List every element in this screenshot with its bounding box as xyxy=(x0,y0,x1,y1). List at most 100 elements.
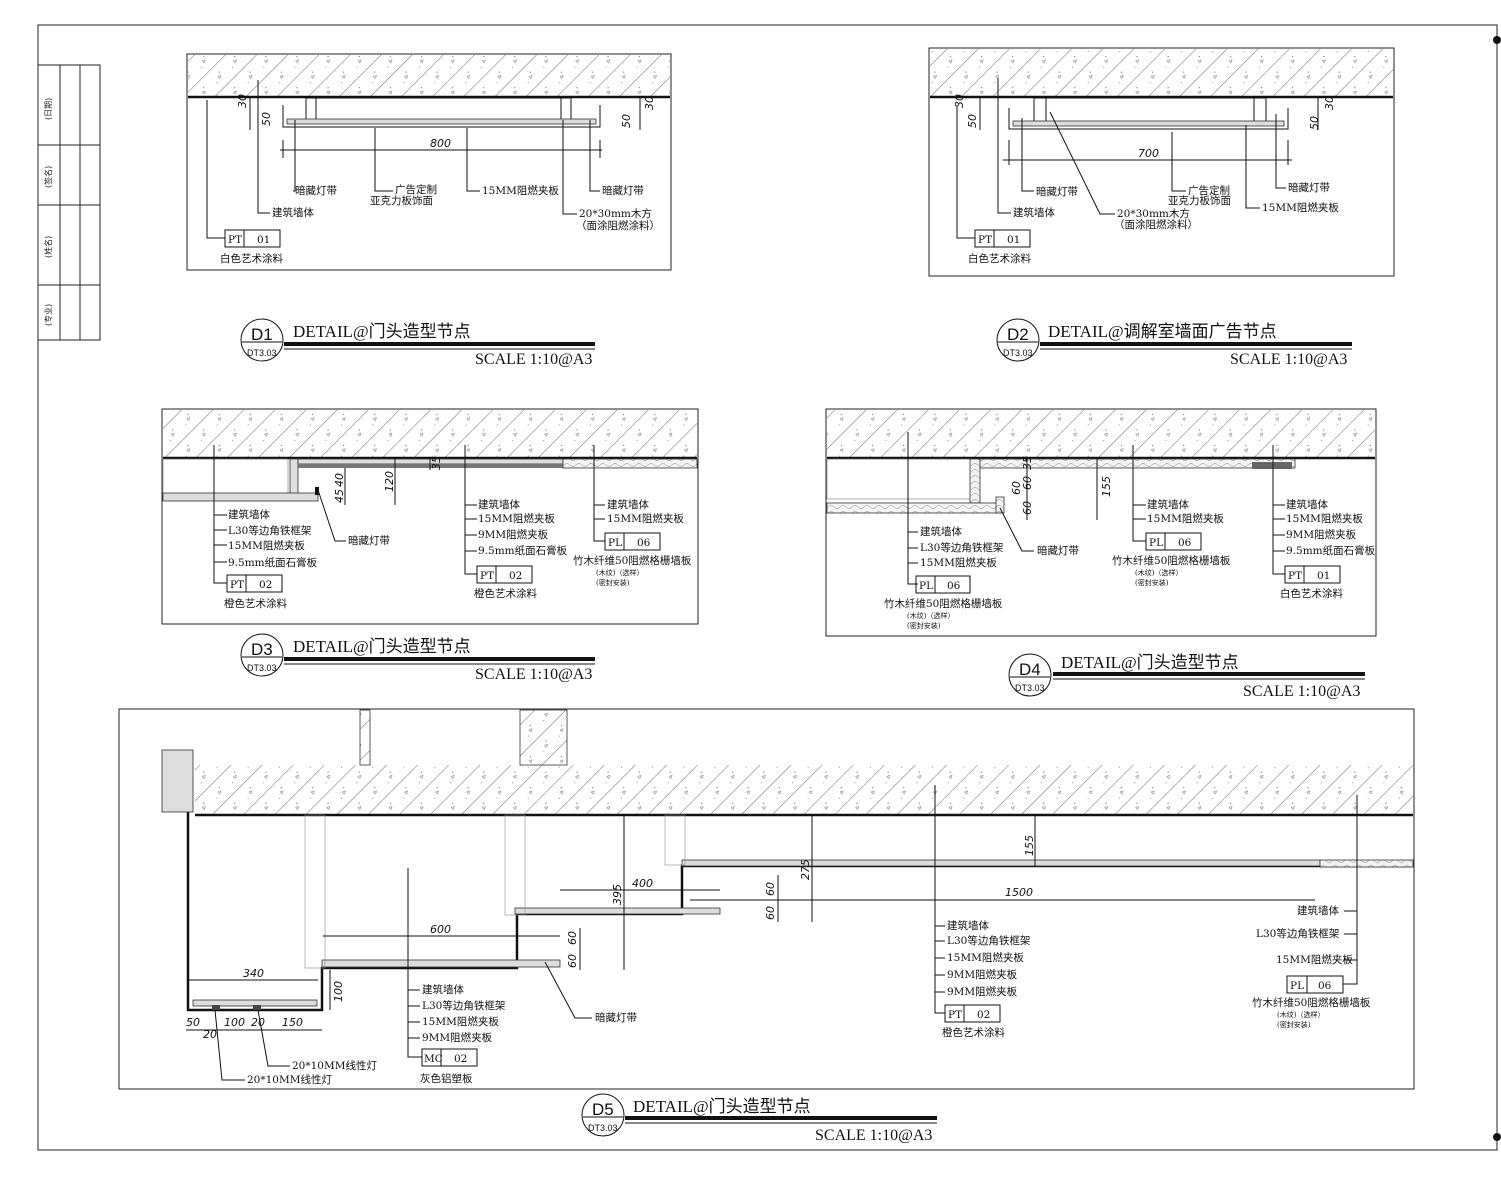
dimension-60: 60 xyxy=(1021,501,1034,515)
material-code: PT xyxy=(1288,570,1302,582)
material-code: PL xyxy=(1290,980,1304,992)
callout-label: 15MM阻燃夹板 xyxy=(920,556,997,569)
callout-label: L30等边角铁框架 xyxy=(228,524,312,537)
callout-label: 亚克力板饰面 xyxy=(1168,194,1231,207)
material-code: PT xyxy=(230,579,244,591)
dimension-150: 150 xyxy=(282,1016,303,1029)
callout-label: 15MM阻燃夹板 xyxy=(607,512,684,525)
detail-title-d4: D4 DT3.03 DETAIL@门头造型节点 SCALE 1:10@A3 xyxy=(1008,653,1365,700)
material-note: (密封安装) xyxy=(1135,578,1169,587)
dimension-395: 395 xyxy=(611,884,624,905)
leader-lines xyxy=(206,80,600,239)
leader-lines xyxy=(213,445,605,584)
material-number: 01 xyxy=(257,234,270,246)
callout-label: 建筑墙体 xyxy=(422,983,464,996)
callout-label: 暗藏灯带 xyxy=(1037,544,1079,557)
detail-scale: SCALE 1:10@A3 xyxy=(1243,683,1360,700)
material-name: 竹木纤维50阻燃格栅墙板 xyxy=(573,554,692,567)
callout-label: 9MM阻燃夹板 xyxy=(422,1031,493,1044)
callout-label: 亚克力板饰面 xyxy=(370,194,433,207)
dimension-600: 600 xyxy=(430,923,451,936)
callout-label: 9MM阻燃夹板 xyxy=(947,968,1018,981)
material-code: PT xyxy=(978,234,992,246)
callout-label: 暗藏灯带 xyxy=(602,184,644,197)
callout-label: 15MM阻燃夹板 xyxy=(482,184,559,197)
detail-d5: 340 600 400 395 60 60 60 60 275 155 1500… xyxy=(118,708,1415,1144)
wall-hatch xyxy=(930,49,1393,97)
material-code: PT xyxy=(228,234,242,246)
callout-label: 15MM阻燃夹板 xyxy=(1286,512,1363,525)
detail-d4: 35 60 60 60 155 建筑墙体 L30等边角铁框架 15MM阻燃夹板 … xyxy=(825,408,1377,700)
material-name: 白色艺术涂料 xyxy=(220,252,283,265)
callout-label: 建筑墙体 xyxy=(1013,206,1055,219)
callout-label: 15MM阻燃夹板 xyxy=(422,1015,499,1028)
material-code: MC xyxy=(424,1053,443,1065)
leader-lines xyxy=(214,785,1358,1081)
dimension-35: 35 xyxy=(430,456,443,470)
callout-label: 9MM阻燃夹板 xyxy=(478,528,549,541)
material-tag: PL 06 竹木纤维50阻燃格栅墙板 (木纹)（选样） (密封安装) xyxy=(1112,532,1231,587)
material-tag: PT 01 白色艺术涂料 xyxy=(968,229,1031,265)
callout-label: 9MM阻燃夹板 xyxy=(947,985,1018,998)
dimension-50: 50 xyxy=(186,1016,200,1029)
callout-label: L30等边角铁框架 xyxy=(1256,927,1340,940)
dimension-lines xyxy=(979,97,1319,165)
material-code: PL xyxy=(1149,537,1163,549)
dimension-275: 275 xyxy=(799,859,812,880)
lightbox-section xyxy=(282,97,601,128)
detail-d1: 800 30 50 50 30 暗藏灯带 广告定制 亚克力板饰面 15MM阻燃夹… xyxy=(186,53,672,368)
material-tag: PT 02 橙色艺术涂料 xyxy=(474,565,537,600)
callout-label: 9.5mm纸面石膏板 xyxy=(478,544,568,557)
wall-column xyxy=(519,709,568,766)
lightbox-section xyxy=(1008,97,1289,130)
detail-ref: DT3.03 xyxy=(247,663,277,673)
material-name: 橙色艺术涂料 xyxy=(474,587,537,600)
callout-label: L30等边角铁框架 xyxy=(422,999,506,1012)
material-tag: PL 06 竹木纤维50阻燃格栅墙板 (木纹)（选样） (密封安装) xyxy=(1252,975,1371,1029)
callout-label: 建筑墙体 xyxy=(228,508,270,521)
wall-hatch xyxy=(195,765,1413,815)
material-note: (木纹)（选样） xyxy=(907,611,954,620)
title-block-discipline: (专业) xyxy=(43,304,53,326)
material-note: (木纹)（选样） xyxy=(596,568,643,577)
material-number: 06 xyxy=(637,537,651,549)
dimension-120: 120 xyxy=(383,471,396,492)
material-code: PL xyxy=(919,580,933,592)
material-code: PT xyxy=(480,570,494,582)
material-note: (木纹)（选样） xyxy=(1277,1010,1324,1019)
dimension-340: 340 xyxy=(243,967,264,980)
callout-label: （面涂阻燃涂料） xyxy=(1114,218,1198,231)
callout-label: 15MM阻燃夹板 xyxy=(1147,512,1224,525)
callout-label: 15MM阻燃夹板 xyxy=(1262,201,1339,214)
material-note: (密封安装) xyxy=(1277,1020,1311,1029)
callout-label: 广告定制 xyxy=(1188,184,1230,197)
dimension-50: 50 xyxy=(620,114,633,128)
material-tag: PT 01 白色艺术涂料 xyxy=(1280,565,1343,600)
detail-ref: DT3.03 xyxy=(1003,348,1033,358)
dimension-60: 60 xyxy=(764,906,777,920)
dimension-50: 50 xyxy=(260,112,273,126)
detail-title-d3: D3 DT3.03 DETAIL@门头造型节点 SCALE 1:10@A3 xyxy=(240,633,595,683)
title-block-date: (日期) xyxy=(44,98,53,120)
detail-title-d1: D1 DT3.03 DETAIL@门头造型节点 SCALE 1:10@A3 xyxy=(240,318,595,368)
callout-label: 9.5mm纸面石膏板 xyxy=(228,556,318,569)
detail-scale: SCALE 1:10@A3 xyxy=(1230,351,1347,368)
leader-lines xyxy=(907,432,1285,585)
material-code: PL xyxy=(608,537,622,549)
wall-hatch xyxy=(163,410,697,458)
callout-label: 广告定制 xyxy=(395,183,437,196)
material-number: 06 xyxy=(1318,980,1332,992)
material-number: 06 xyxy=(1178,537,1192,549)
material-number: 02 xyxy=(454,1053,467,1065)
callout-label: 建筑墙体 xyxy=(947,919,989,932)
fascia-section xyxy=(186,812,1414,1012)
callout-label: 建筑墙体 xyxy=(920,525,962,538)
callout-label: 20*10MM线性灯 xyxy=(292,1059,377,1072)
dimension-40: 40 xyxy=(333,473,346,487)
callout-label: L30等边角铁框架 xyxy=(920,541,1004,554)
material-number: 02 xyxy=(509,570,522,582)
detail-d2: 700 30 50 50 30 暗藏灯带 广告定制 亚克力板饰面 暗藏灯带 建筑… xyxy=(928,47,1395,368)
sheet-border xyxy=(37,24,1498,1151)
title-block-name: (姓名) xyxy=(43,236,53,258)
detail-title-d2: D2 DT3.03 DETAIL@调解室墙面广告节点 SCALE 1:10@A3 xyxy=(996,318,1352,368)
